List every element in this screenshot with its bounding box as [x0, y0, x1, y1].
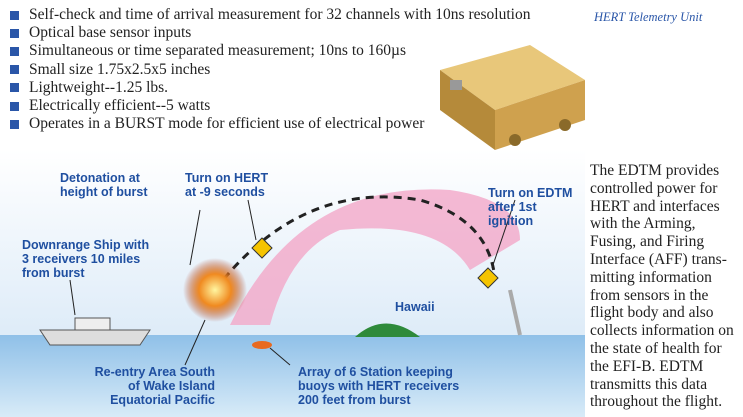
bullet-icon	[10, 65, 19, 75]
label-turn-on-hert: Turn on HERT at -9 seconds	[185, 171, 269, 199]
label-buoys: Array of 6 Station keeping buoys with HE…	[298, 365, 460, 407]
flight-path	[213, 195, 497, 291]
feature-item: Simultaneous or time separated measureme…	[10, 42, 530, 60]
feature-item: Self-check and time of arrival measureme…	[10, 6, 530, 24]
feature-text: Optical base sensor inputs	[29, 24, 192, 42]
launch-trail	[508, 289, 522, 336]
feature-item: Operates in a BURST mode for efficient u…	[10, 115, 530, 133]
feature-text: Simultaneous or time separated measureme…	[29, 42, 406, 60]
detonation-burst	[183, 258, 247, 322]
feature-text: Small size 1.75x2.5x5 inches	[29, 60, 211, 78]
label-turn-on-edtm: Turn on EDTM after 1st ignition	[488, 186, 573, 228]
feature-item: Optical base sensor inputs	[10, 24, 530, 42]
edtm-description: The EDTM provides controlled power for H…	[590, 162, 734, 411]
hert-marker	[251, 237, 273, 259]
hert-device-image	[440, 45, 585, 150]
bullet-icon	[10, 101, 19, 111]
mission-diagram	[0, 150, 585, 417]
bullet-icon	[10, 47, 19, 56]
feature-item: Lightweight--1.25 lbs.	[10, 79, 530, 97]
bullet-icon	[10, 83, 19, 93]
bullet-icon	[10, 119, 19, 129]
feature-text: Electrically efficient--5 watts	[29, 97, 211, 115]
label-detonation: Detonation at height of burst	[60, 171, 148, 199]
hawaii-island	[355, 323, 420, 337]
device-caption: HERT Telemetry Unit	[594, 10, 703, 24]
edtm-marker	[477, 267, 499, 289]
buoy	[252, 341, 272, 349]
ship	[39, 329, 151, 346]
feature-item: Small size 1.75x2.5x5 inches	[10, 61, 530, 79]
trajectory-arc	[230, 189, 520, 325]
feature-text: Self-check and time of arrival measureme…	[29, 6, 531, 23]
feature-list: Self-check and time of arrival measureme…	[10, 6, 530, 133]
bullet-icon	[10, 28, 19, 38]
label-ship: Downrange Ship with 3 receivers 10 miles…	[22, 238, 150, 280]
feature-item: Electrically efficient--5 watts	[10, 97, 530, 115]
feature-text: Operates in a BURST mode for efficient u…	[29, 115, 425, 133]
label-reentry: Re-entry Area South of Wake Island Equat…	[94, 365, 215, 407]
feature-text: Lightweight--1.25 lbs.	[29, 78, 169, 96]
label-hawaii: Hawaii	[395, 300, 435, 314]
bullet-icon	[10, 10, 19, 20]
